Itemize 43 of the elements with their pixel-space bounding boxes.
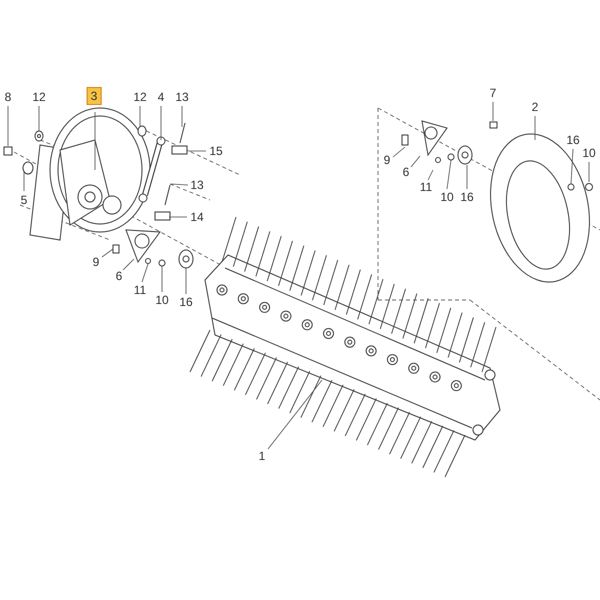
- leader-line: [588, 162, 590, 182]
- leader-line: [102, 248, 114, 258]
- callout-number: 14: [189, 210, 205, 224]
- callout-number: 11: [418, 180, 434, 194]
- leader-line: [170, 184, 188, 186]
- leader-line: [410, 156, 420, 168]
- callout-number: 6: [114, 269, 124, 283]
- leader-line: [168, 216, 188, 218]
- callout-number: 9: [92, 255, 100, 269]
- leader-line: [492, 102, 494, 122]
- callout-number: 13: [174, 90, 190, 104]
- callout-number: 5: [20, 193, 28, 207]
- leader-line: [38, 106, 40, 132]
- callout-number: 15: [208, 144, 224, 158]
- leader-line: [534, 116, 536, 140]
- callout-number: 13: [189, 178, 205, 192]
- callout-number: 10: [439, 190, 455, 204]
- callout-number: 11: [132, 283, 148, 297]
- leader-line: [160, 106, 162, 140]
- leader-line: [188, 150, 206, 152]
- leader-line: [122, 258, 134, 270]
- leader-line: [392, 146, 406, 158]
- callout-number: 16: [178, 295, 194, 309]
- leader-line: [268, 380, 322, 450]
- callout-number: 1: [258, 449, 266, 463]
- leader-line: [428, 170, 434, 180]
- callout-number: 12: [132, 90, 148, 104]
- highlighted-callout-number: 3: [86, 87, 102, 105]
- callout-number: 16: [565, 133, 581, 147]
- callout-number: 4: [156, 90, 166, 104]
- leader-line: [466, 164, 468, 190]
- leader-line: [142, 264, 148, 282]
- callout-number: 10: [154, 293, 170, 307]
- leader-line: [570, 148, 574, 184]
- callout-number: 2: [530, 100, 540, 114]
- callout-number: 9: [382, 153, 392, 167]
- callout-number: 6: [402, 165, 410, 179]
- callout-number: 10: [581, 146, 597, 160]
- leader-line: [446, 160, 452, 190]
- callout-number: 7: [488, 86, 498, 100]
- callout-number: 8: [4, 90, 12, 104]
- callout-number: 12: [31, 90, 47, 104]
- callout-number: 16: [459, 190, 475, 204]
